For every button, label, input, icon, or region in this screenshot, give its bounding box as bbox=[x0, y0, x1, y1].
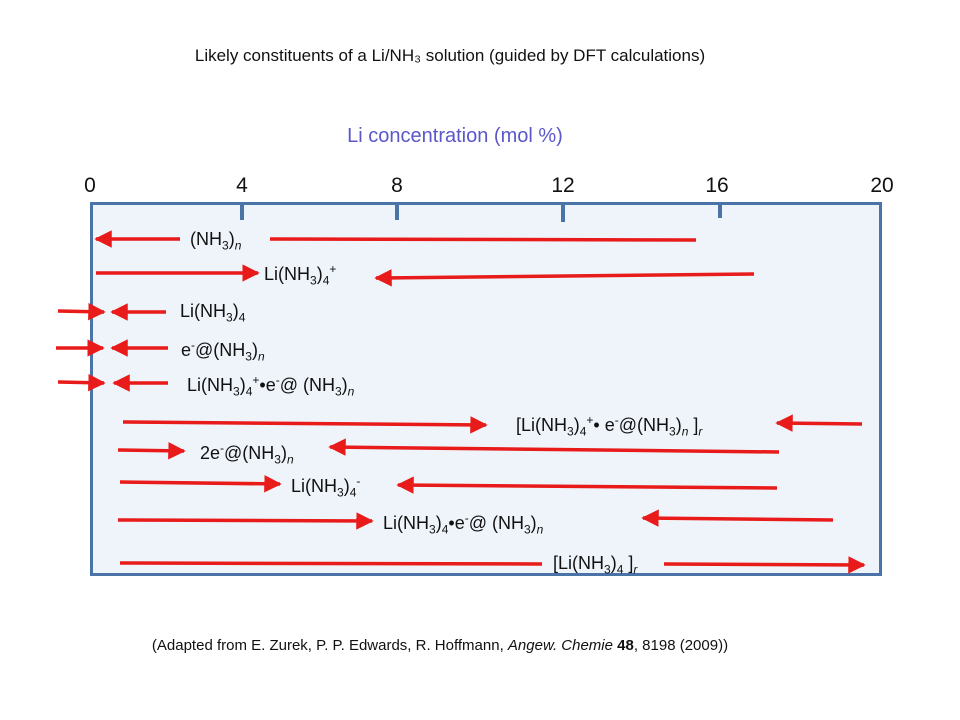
species-label: Li(NH3)4 bbox=[180, 301, 246, 325]
arrow-ionpair-in bbox=[57, 373, 106, 392]
tick-label-12: 12 bbox=[551, 174, 575, 197]
species-label: (NH3)n bbox=[190, 229, 242, 253]
tick-marks bbox=[240, 204, 722, 222]
arrow-neutral-right bbox=[117, 512, 374, 530]
tick-label-0: 0 bbox=[84, 174, 96, 197]
arrow-lin4plus-left bbox=[374, 269, 755, 287]
species-label: Li(NH3)4+ bbox=[264, 262, 337, 288]
arrow-neutral-left bbox=[641, 509, 834, 527]
line-nh3-right bbox=[269, 237, 697, 242]
arrow-cluster-left bbox=[775, 414, 863, 432]
axis-label: Li concentration (mol %) bbox=[347, 125, 563, 147]
arrow-group bbox=[56, 230, 866, 574]
tick-label-8: 8 bbox=[391, 174, 403, 197]
arrow-metal-right bbox=[663, 556, 866, 574]
species-label: [Li(NH3)4+• e-@(NH3)n ]r bbox=[516, 413, 703, 439]
species-label: e-@(NH3)n bbox=[181, 338, 265, 364]
arrow-dielectron-right bbox=[117, 442, 186, 460]
page-title: Likely constituents of a Li/NH₃ solution… bbox=[0, 46, 900, 66]
species-label: [Li(NH3)4 ]r bbox=[553, 553, 638, 577]
arrow-lin4-in bbox=[57, 302, 106, 321]
citation: (Adapted from E. Zurek, P. P. Edwards, R… bbox=[0, 637, 880, 654]
title-text: Likely constituents of a Li/NH₃ solution… bbox=[194, 46, 706, 65]
citation-journal: Angew. Chemie bbox=[507, 637, 613, 654]
species-label: Li(NH3)4+•e-@ (NH3)n bbox=[187, 373, 355, 399]
arrow-cluster-right bbox=[122, 416, 488, 434]
tick-label-16: 16 bbox=[705, 174, 729, 197]
arrow-dielectron-left bbox=[328, 438, 780, 456]
citation-volume: 48 bbox=[617, 637, 634, 654]
species-label: Li(NH3)4- bbox=[291, 474, 361, 500]
tick-label-20: 20 bbox=[870, 174, 894, 197]
citation-prefix: (Adapted from E. Zurek, P. P. Edwards, R… bbox=[151, 637, 508, 654]
arrow-lin4minus-right bbox=[119, 475, 282, 493]
arrow-lin4minus-left bbox=[396, 476, 778, 494]
species-label: 2e-@(NH3)n bbox=[200, 441, 294, 467]
line-metal-left bbox=[119, 561, 543, 566]
tick-label-4: 4 bbox=[236, 174, 248, 197]
citation-suffix: , 8198 (2009)) bbox=[633, 637, 729, 654]
species-label: Li(NH3)4•e-@ (NH3)n bbox=[383, 511, 544, 537]
